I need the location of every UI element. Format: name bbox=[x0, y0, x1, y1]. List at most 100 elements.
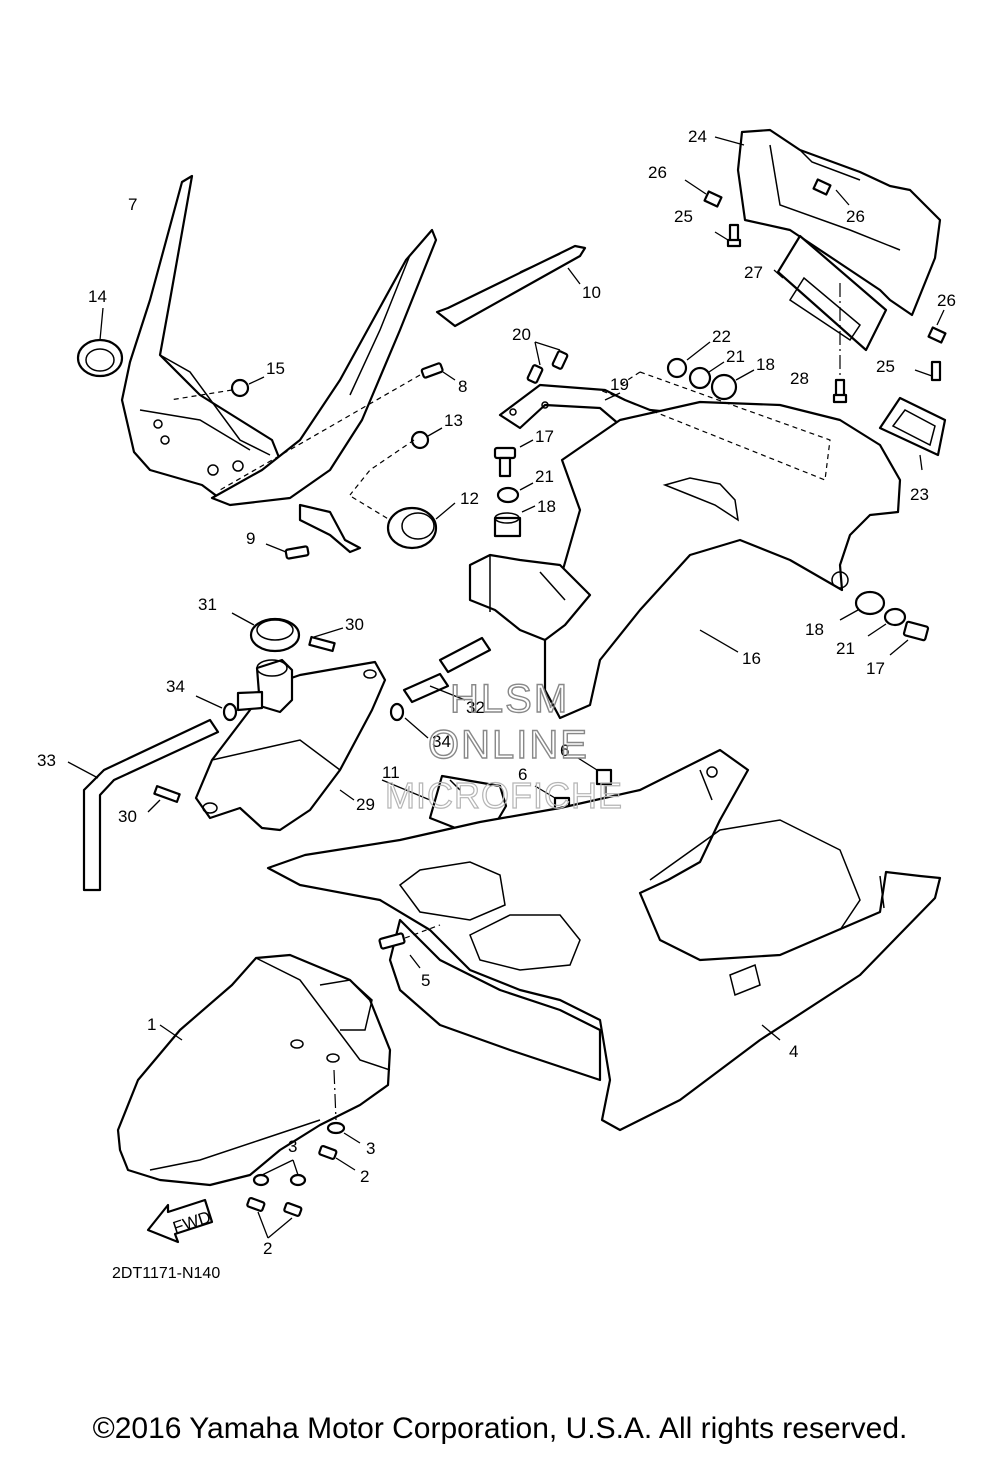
callout-8: 8 bbox=[458, 377, 467, 396]
washer-3-right[interactable] bbox=[326, 1069, 361, 1144]
part-1-front-fender[interactable] bbox=[116, 953, 392, 1187]
callout-34: 34 bbox=[166, 677, 185, 696]
callout-18: 18 bbox=[756, 355, 775, 374]
callout-26: 26 bbox=[846, 207, 865, 226]
clip-34-right[interactable] bbox=[389, 702, 429, 739]
callout-20: 20 bbox=[512, 325, 531, 344]
callout-21: 21 bbox=[836, 639, 855, 658]
callout-28: 28 bbox=[790, 369, 809, 388]
callout-23: 23 bbox=[910, 485, 929, 504]
callout-29: 29 bbox=[356, 795, 375, 814]
part-27-pad[interactable] bbox=[773, 234, 888, 352]
callout-27: 27 bbox=[744, 263, 763, 282]
screw-8[interactable] bbox=[219, 362, 456, 491]
part-inner-panel[interactable] bbox=[210, 228, 438, 507]
callout-14: 14 bbox=[88, 287, 107, 306]
watermark-line-2: ONLINE bbox=[428, 723, 589, 767]
copyright-notice: ©2016 Yamaha Motor Corporation, U.S.A. A… bbox=[92, 1412, 908, 1445]
callout-30: 30 bbox=[118, 807, 137, 826]
bolt-17-center[interactable] bbox=[493, 439, 534, 478]
callout-21: 21 bbox=[535, 467, 554, 486]
callout-2: 2 bbox=[263, 1239, 272, 1258]
callout-13: 13 bbox=[444, 411, 463, 430]
part-4-under-cover[interactable] bbox=[266, 748, 942, 1132]
callout-22: 22 bbox=[712, 327, 731, 346]
screws-2-left[interactable] bbox=[246, 1196, 303, 1239]
watermark: HLSM ONLINE MICROFICHE bbox=[384, 676, 623, 816]
watermark-line-1: HLSM bbox=[450, 677, 569, 721]
callout-34: 34 bbox=[432, 732, 451, 751]
part-32-tube[interactable] bbox=[402, 636, 492, 704]
part-33-hose[interactable] bbox=[67, 718, 220, 892]
callout-3: 3 bbox=[288, 1137, 297, 1156]
callout-5: 5 bbox=[421, 971, 430, 990]
fwd-arrow-icon: FWD bbox=[146, 1198, 213, 1244]
collar-21-lower[interactable] bbox=[867, 607, 907, 637]
callout-30: 30 bbox=[345, 615, 364, 634]
watermark-line-3: MICROFICHE bbox=[385, 775, 623, 816]
callout-11: 11 bbox=[382, 763, 400, 782]
clip-34-left[interactable] bbox=[195, 695, 238, 722]
screw-30-upper[interactable] bbox=[308, 627, 344, 653]
clip-26-left[interactable] bbox=[684, 179, 723, 208]
bolt-17-lower[interactable] bbox=[889, 620, 930, 656]
callout-26: 26 bbox=[937, 291, 956, 310]
clip-26-right[interactable] bbox=[927, 309, 947, 344]
screw-25-left[interactable] bbox=[714, 223, 742, 248]
screw-9[interactable] bbox=[265, 543, 310, 560]
screw-28[interactable] bbox=[832, 283, 848, 404]
callout-16: 16 bbox=[742, 649, 761, 668]
screw-2-right[interactable] bbox=[318, 1144, 356, 1171]
callout-18: 18 bbox=[537, 497, 556, 516]
callout-17: 17 bbox=[535, 427, 554, 446]
callout-32: 32 bbox=[466, 698, 485, 717]
grommet-18-upper[interactable] bbox=[710, 369, 755, 401]
collar-21-upper[interactable] bbox=[688, 361, 725, 390]
bolt-5[interactable] bbox=[378, 924, 441, 969]
grommet-18-lower[interactable] bbox=[839, 590, 886, 621]
part-22-washer[interactable] bbox=[666, 341, 711, 379]
callout-1: 1 bbox=[147, 1015, 156, 1034]
callout-12: 12 bbox=[460, 489, 479, 508]
screw-30-lower[interactable] bbox=[147, 785, 181, 813]
callout-17: 17 bbox=[866, 659, 885, 678]
callout-26: 26 bbox=[648, 163, 667, 182]
part-24-cover[interactable] bbox=[714, 128, 942, 317]
part-10-strap[interactable] bbox=[435, 244, 587, 328]
part-31-cap[interactable] bbox=[231, 612, 301, 653]
part-bracket[interactable] bbox=[298, 503, 362, 554]
nut-15[interactable] bbox=[169, 376, 265, 401]
bolts-20[interactable] bbox=[526, 341, 569, 384]
callout-25: 25 bbox=[674, 207, 693, 226]
collar-21-center[interactable] bbox=[496, 482, 534, 504]
callout-9: 9 bbox=[246, 529, 255, 548]
callout-2: 2 bbox=[360, 1167, 369, 1186]
callout-33: 33 bbox=[37, 751, 56, 770]
clip-26-center[interactable] bbox=[812, 178, 850, 206]
washers-3-left[interactable] bbox=[252, 1159, 307, 1187]
callout-6: 6 bbox=[560, 741, 569, 760]
part-29-reservoir-tank[interactable] bbox=[194, 658, 387, 832]
grommet-18-center[interactable] bbox=[493, 505, 536, 538]
callout-18: 18 bbox=[805, 620, 824, 639]
callout-21: 21 bbox=[726, 347, 745, 366]
part-12-reflector[interactable] bbox=[351, 496, 456, 550]
part-14-reflector[interactable] bbox=[76, 307, 124, 378]
screw-25-right[interactable] bbox=[914, 360, 942, 382]
callout-6: 6 bbox=[518, 765, 527, 784]
callout-labels: 1 2 2 3 3 4 5 6 6 7 8 9 10 11 12 13 14 1… bbox=[37, 127, 956, 1258]
callout-7: 7 bbox=[128, 195, 137, 214]
part-7-front-cover[interactable] bbox=[120, 174, 282, 499]
callout-3: 3 bbox=[366, 1139, 375, 1158]
callout-31: 31 bbox=[198, 595, 217, 614]
nut-13[interactable] bbox=[349, 427, 443, 496]
callout-19: 19 bbox=[610, 375, 629, 394]
diagram-code: 2DT1171-N140 bbox=[112, 1265, 221, 1282]
part-23-gasket[interactable] bbox=[878, 396, 947, 471]
callout-10: 10 bbox=[582, 283, 601, 302]
part-16-rear-fender[interactable] bbox=[468, 371, 902, 720]
callout-25: 25 bbox=[876, 357, 895, 376]
callout-15: 15 bbox=[266, 359, 285, 378]
callout-4: 4 bbox=[789, 1042, 798, 1061]
